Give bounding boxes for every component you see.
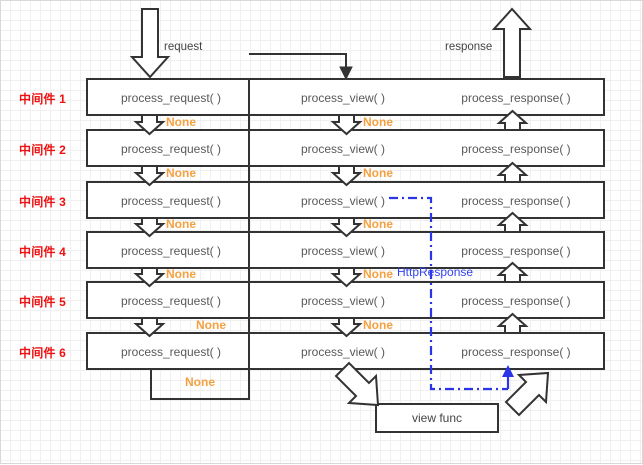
up-arrow-resp-4-3 [496,211,529,233]
none-label-view-4-5: None [363,267,393,281]
down-arrow-view-4-5 [330,267,363,288]
middleware-label-3: 中间件 3 [19,195,67,209]
up-arrow-resp-3-2 [496,161,529,183]
cell-process-response-3: process_response( ) [461,194,571,208]
cell-process-response-4: process_response( ) [461,244,571,258]
cell-process-response-5: process_response( ) [461,294,571,308]
down-arrow-req-5-6 [133,317,166,338]
cell-process-request-3: process_request( ) [120,194,222,208]
from-view-func-arrow [504,371,550,417]
cell-process-view-6: process_view( ) [300,345,386,359]
cell-process-view-3: process_view( ) [300,194,386,208]
none-label-bottom-return: None [185,375,215,389]
view-func-box [375,403,499,433]
response-arrow [491,7,533,78]
http-response-label: HttpResponse [397,265,474,279]
up-arrow-resp-2-1 [496,109,529,131]
down-arrow-view-2-3 [330,165,363,187]
bottom-none-bracket [150,369,250,400]
http-response-shortcircuit-path [389,196,514,391]
cell-process-response-6: process_response( ) [461,345,571,359]
down-arrow-view-5-6 [330,317,363,338]
none-label-req-3-4: None [166,217,196,231]
cell-process-view-4: process_view( ) [300,244,386,258]
middleware-label-1: 中间件 1 [19,92,67,106]
down-arrow-view-3-4 [330,217,363,238]
middleware-label-2: 中间件 2 [19,143,67,157]
none-label-req-4-5: None [166,267,196,281]
cell-process-response-2: process_response( ) [461,142,571,156]
down-arrow-req-4-5 [133,267,166,288]
down-arrow-req-2-3 [133,165,166,187]
middleware-label-5: 中间件 5 [19,295,67,309]
none-label-view-2-3: None [363,166,393,180]
middleware-row-2-box [86,129,605,167]
middleware-row-1-box [86,78,605,116]
cell-process-view-2: process_view( ) [300,142,386,156]
cell-process-request-2: process_request( ) [120,142,222,156]
none-label-req-2-3: None [166,166,196,180]
up-arrow-resp-6-5 [496,312,529,334]
middleware-row-6-box [86,332,605,370]
request-column-down-arrows [133,114,166,338]
up-arrow-resp-5-4 [496,261,529,283]
down-arrow-view-1-2 [330,114,363,136]
cell-process-view-1: process_view( ) [300,91,386,105]
cell-process-request-6: process_request( ) [120,345,222,359]
none-label-view-3-4: None [363,217,393,231]
middleware-label-4: 中间件 4 [19,245,67,259]
request-arrow [129,8,171,79]
view-func-label: view func [411,411,463,425]
cell-process-view-5: process_view( ) [300,294,386,308]
to-view-func-arrow [334,361,380,407]
middleware-label-6: 中间件 6 [19,346,67,360]
cell-process-request-5: process_request( ) [120,294,222,308]
request-label: request [164,41,203,53]
none-label-view-1-2: None [363,115,393,129]
none-label-req-5-6: None [196,318,226,332]
view-column-down-arrows [330,114,363,338]
response-label: response [445,41,493,53]
cell-process-request-4: process_request( ) [120,244,222,258]
none-label-req-1-2: None [166,115,196,129]
down-arrow-req-1-2 [133,114,166,136]
request-to-view-connector [249,53,353,81]
none-label-view-5-6: None [363,318,393,332]
cell-process-request-1: process_request( ) [120,91,222,105]
response-column-up-arrows [496,109,529,334]
cell-process-response-1: process_response( ) [461,91,571,105]
middleware-row-4-box [86,231,605,269]
down-arrow-req-3-4 [133,217,166,238]
